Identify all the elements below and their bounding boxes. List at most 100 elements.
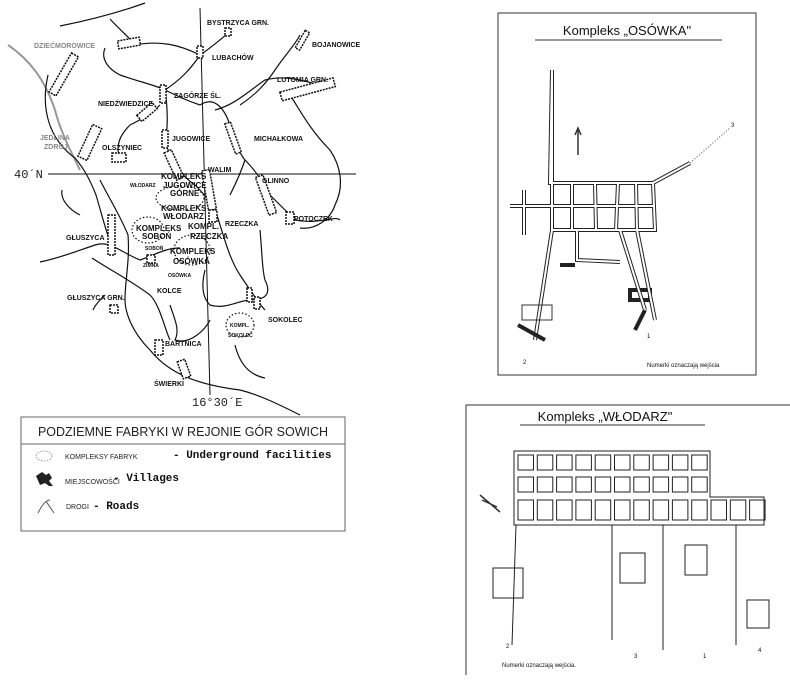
wlodarz-chamber <box>652 476 670 493</box>
longitude-line <box>199 7 211 396</box>
wlodarz-chamber <box>614 499 631 521</box>
place-olszyniec: OLSZYNIEC <box>102 145 142 152</box>
north-arrow-icon <box>574 126 582 155</box>
wlodarz-title: Kompleks „WŁODARZ" <box>538 409 673 424</box>
wlodarz-entrance-3: 3 <box>634 654 638 660</box>
wlodarz-chamber <box>691 476 708 493</box>
north-arrow-icon <box>479 494 501 513</box>
wlodarz-chamber <box>633 454 650 471</box>
osowka-tunnels <box>510 69 731 342</box>
place-dziecmorowice: DZIEĆMOROWICE <box>34 41 95 50</box>
wlodarz-caption: Numerki oznaczają wejścia. <box>502 663 576 669</box>
complex-wlodarz-outline <box>155 185 205 211</box>
complex-label-rzeczka-2: RZECZKA <box>190 232 228 241</box>
place-jugowice-gorne: JUGOWICE <box>163 181 207 190</box>
wlodarz-chamber <box>614 476 631 493</box>
latitude-label: 40´N <box>14 168 43 182</box>
wlodarz-chamber <box>633 499 650 521</box>
road-icon <box>37 499 55 514</box>
wlodarz-chamber <box>633 476 650 493</box>
wlodarz-entrance-4: 4 <box>758 648 762 654</box>
wlodarz-chamber <box>652 499 670 521</box>
place-zimna: ZIMNA <box>143 263 159 269</box>
place-jugowice: JUGOWICE <box>172 136 210 143</box>
place-gluszyca-grn: GŁUSZYCA GRN. <box>67 295 125 302</box>
complex-outline-icon <box>35 450 53 462</box>
osowka-plan: Kompleks „OSÓWKA" 1 2 3 Numerki oznaczaj… <box>497 12 757 376</box>
place-kolce: KOLCE <box>157 288 182 295</box>
wlodarz-chamber <box>556 499 573 521</box>
place-jugowice-gorne-2: GÓRNE <box>170 189 200 198</box>
wlodarz-chamber <box>536 499 554 521</box>
complex-label-osowka: KOMPLEKS <box>170 247 216 256</box>
place-rzeczka: RZECZKA <box>225 221 258 228</box>
wlodarz-chamber <box>556 454 573 471</box>
wlodarz-chamber <box>671 476 689 493</box>
place-glinno: GLINNO <box>262 178 290 185</box>
wlodarz-chamber <box>691 454 708 471</box>
wlodarz-chamber <box>594 476 612 493</box>
wlodarz-chamber <box>594 499 612 521</box>
legend-title: PODZIEMNE FABRYKI W REJONIE GÓR SOWICH <box>38 424 328 439</box>
place-sokolec: SOKOLEC <box>268 317 303 324</box>
wlodarz-chamber <box>749 499 766 521</box>
wlodarz-chamber <box>671 454 689 471</box>
wlodarz-chamber <box>556 476 573 493</box>
place-jedlina: JEDLINA <box>40 135 70 142</box>
osowka-entrance-1: 1 <box>647 334 651 340</box>
wlodarz-chamber <box>671 499 689 521</box>
place-potoczek: POTOCZEK <box>294 216 333 223</box>
place-wlodarz: WŁODARZ <box>130 183 156 189</box>
place-osowka: OSÓWKA <box>168 271 191 279</box>
legend-en-villages: - Villages <box>113 473 179 485</box>
complex-label-wlodarz: KOMPLEKS <box>161 204 207 213</box>
complex-label-sobon: KOMPLEKS <box>136 224 182 233</box>
complex-label-wlodarz-2: WŁODARZ <box>163 212 204 221</box>
wlodarz-entrance-1: 1 <box>703 654 707 660</box>
wlodarz-chamber <box>517 476 534 493</box>
wlodarz-entrance-2: 2 <box>506 644 510 650</box>
complexes <box>131 185 255 338</box>
place-bystrzyca-grn: BYSTRZYCA GRN. <box>207 20 269 27</box>
legend-pl-villages: MIEJSCOWOŚCI <box>65 477 120 486</box>
osowka-title: Kompleks „OSÓWKA" <box>563 23 692 38</box>
place-zagorze-sl: ZAGÓRZE ŚL. <box>174 91 221 100</box>
place-lubachow: LUBACHÓW <box>212 53 254 62</box>
legend-en-roads: - Roads <box>93 501 139 513</box>
wlodarz-chamber <box>575 499 592 521</box>
place-zdroj: ZDRÓJ <box>44 142 68 151</box>
place-niedzwiedzice: NIEDŹWIEDZICE <box>98 99 154 108</box>
complex-label-rzeczka: KOMPL. <box>188 222 219 231</box>
complex-label-kompleks: KOMPLEKS <box>161 172 207 181</box>
wlodarz-tunnels <box>479 450 770 650</box>
villages <box>48 27 337 380</box>
area-map: DZIEĆMOROWICE BYSTRZYCA GRN. LUBACHÓW BO… <box>7 2 361 416</box>
wlodarz-chamber <box>652 454 670 471</box>
wlodarz-chamber <box>536 454 554 471</box>
place-bojanowice: BOJANOWICE <box>312 42 361 49</box>
osowka-entrance-2: 2 <box>523 360 527 366</box>
wlodarz-chamber <box>594 454 612 471</box>
place-bartnica: BARTNICA <box>165 341 202 348</box>
legend-pl-complexes: KOMPLEKSY FABRYK <box>65 454 138 461</box>
complex-label-sokolec-2: SOKOLEC <box>228 333 253 339</box>
wlodarz-chamber <box>575 476 592 493</box>
legend-pl-roads: DROGI <box>66 504 89 511</box>
wlodarz-chamber <box>614 454 631 471</box>
place-walim: WALIM <box>208 167 231 174</box>
map-legend: PODZIEMNE FABRYKI W REJONIE GÓR SOWICH K… <box>20 416 346 532</box>
complex-sokolec-outline <box>225 312 255 338</box>
village-icon <box>36 472 53 486</box>
wlodarz-chamber <box>517 454 534 471</box>
wlodarz-plan: Kompleks „WŁODARZ" 2 3 1 4 Numerki oznac… <box>465 404 790 675</box>
osowka-caption: Numerki oznaczają wejścia <box>647 363 720 369</box>
wlodarz-chamber <box>575 454 592 471</box>
wlodarz-chamber <box>517 499 534 521</box>
complex-sobon-outline <box>131 216 165 244</box>
legend-en-complexes: - Underground facilities <box>173 450 331 462</box>
wlodarz-chamber <box>536 476 554 493</box>
complex-label-osowka-2: OSÓWKA <box>173 257 210 266</box>
place-swierki: ŚWIERKI <box>154 379 184 388</box>
complex-osowka-outline <box>173 234 211 266</box>
